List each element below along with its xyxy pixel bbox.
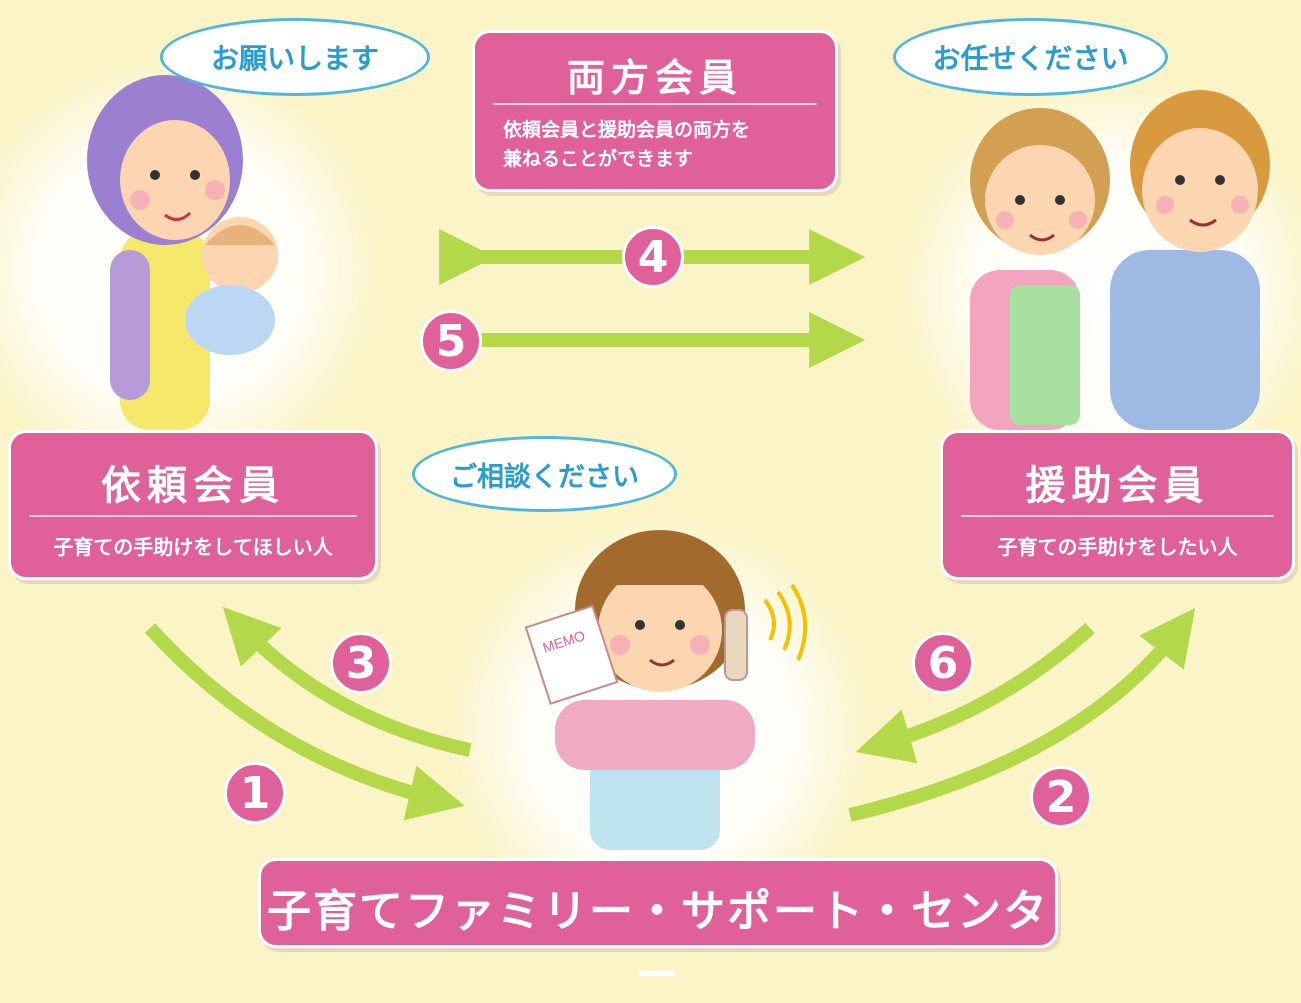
support-center-title: 子育てファミリー・サポート・センター	[267, 886, 1049, 1001]
memo-pad: MEMO	[524, 604, 619, 705]
arrows-layer	[144, 229, 1196, 822]
support-center-box: 子育てファミリー・サポート・センター	[258, 858, 1058, 1001]
arrow-3	[222, 606, 472, 757]
supporting-member-divider	[961, 515, 1274, 517]
step-number-4: 4	[622, 226, 684, 288]
step-number-3: 3	[330, 632, 392, 694]
step-number-2: 2	[1030, 766, 1092, 828]
speech-bubble-supporter: お任せください	[893, 18, 1168, 96]
center-staff-illustration: MEMO	[524, 530, 808, 850]
supporting-member-description: 子育ての手助けをしたい人	[997, 535, 1238, 559]
supporting-member-title: 援助会員	[1025, 463, 1210, 509]
step-number-1: 1	[224, 762, 286, 824]
both-member-box: 両方会員 依頼会員と援助会員の両方を 兼ねることができます	[472, 30, 838, 192]
requesting-member-divider	[29, 515, 357, 517]
requesting-member-title: 依頼会員	[101, 463, 285, 509]
speech-bubble-requester: お願いします	[160, 18, 430, 96]
arrow-1	[144, 623, 465, 821]
supporter-illustration	[970, 90, 1270, 430]
people-layer: MEMO	[87, 75, 1270, 850]
arrow-6	[855, 622, 1095, 764]
supporting-member-box: 援助会員 子育ての手助けをしたい人	[940, 430, 1295, 580]
both-member-title: 両方会員	[566, 56, 743, 100]
requesting-member-box: 依頼会員 子育ての手助けをしてほしい人	[8, 430, 378, 580]
speech-bubble-center: ご相談ください	[412, 436, 677, 512]
requester-illustration	[87, 75, 278, 430]
step-number-6: 6	[912, 632, 974, 694]
both-member-description-line2: 兼ねることができます	[503, 148, 694, 170]
requesting-member-description: 子育ての手助けをしてほしい人	[53, 535, 333, 559]
both-member-divider	[493, 103, 817, 105]
both-member-description-line1: 依頼会員と援助会員の両方を	[503, 119, 751, 141]
step-number-5: 5	[420, 310, 482, 372]
arrow-2	[848, 607, 1196, 822]
